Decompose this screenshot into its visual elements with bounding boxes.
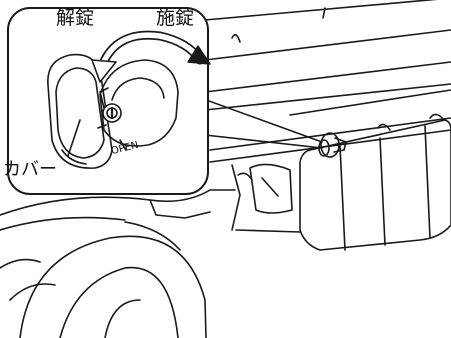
rear-wheel (0, 190, 235, 338)
keyhole-icon (103, 104, 121, 122)
unlock-label: 解錠 (56, 9, 94, 28)
tank-bracket (236, 164, 300, 232)
cargo-bed (203, 0, 451, 115)
lock-label: 施錠 (156, 9, 194, 28)
cover-label: カバー (3, 161, 57, 179)
